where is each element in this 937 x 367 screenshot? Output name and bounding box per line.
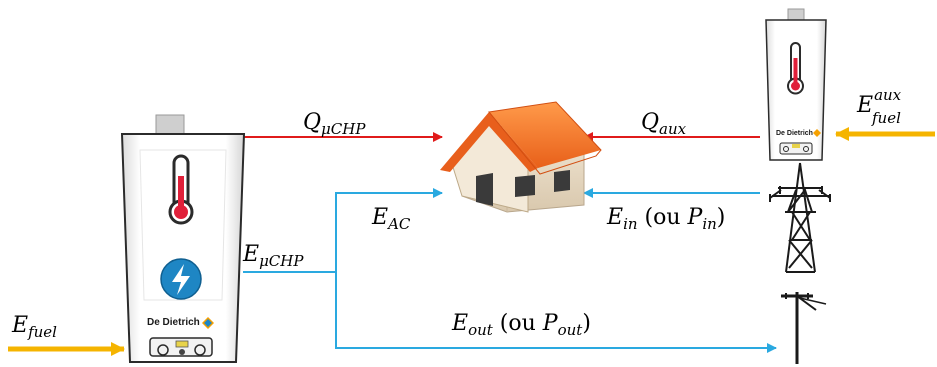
thermometer-icon [788, 43, 803, 94]
label-e-ac: EAC [371, 205, 411, 233]
electric-flow-out-arrow [336, 272, 776, 348]
label-q-uchp: QμCHP [303, 110, 366, 138]
thermometer-icon [170, 156, 192, 223]
left-boiler-brand: De Dietrich [147, 317, 200, 328]
label-e-fuel: Efuel [11, 313, 57, 341]
left-boiler-icon: De Dietrich [122, 115, 244, 362]
power-pylon-icon [770, 163, 830, 272]
label-e-in: Ein (ou Pin) [606, 205, 725, 233]
label-e-uchp: EμCHP [242, 242, 304, 270]
utility-pole-icon [781, 292, 826, 364]
lightning-bolt-icon [161, 259, 201, 299]
label-q-aux: Qaux [641, 110, 687, 138]
house-icon [440, 102, 601, 212]
right-boiler-brand: De Dietrich [776, 130, 813, 137]
label-e-fuel-aux-sub: fuel [871, 109, 901, 127]
right-boiler-icon: De Dietrich [766, 9, 826, 160]
label-e-out: Eout (ou Pout) [451, 311, 591, 339]
